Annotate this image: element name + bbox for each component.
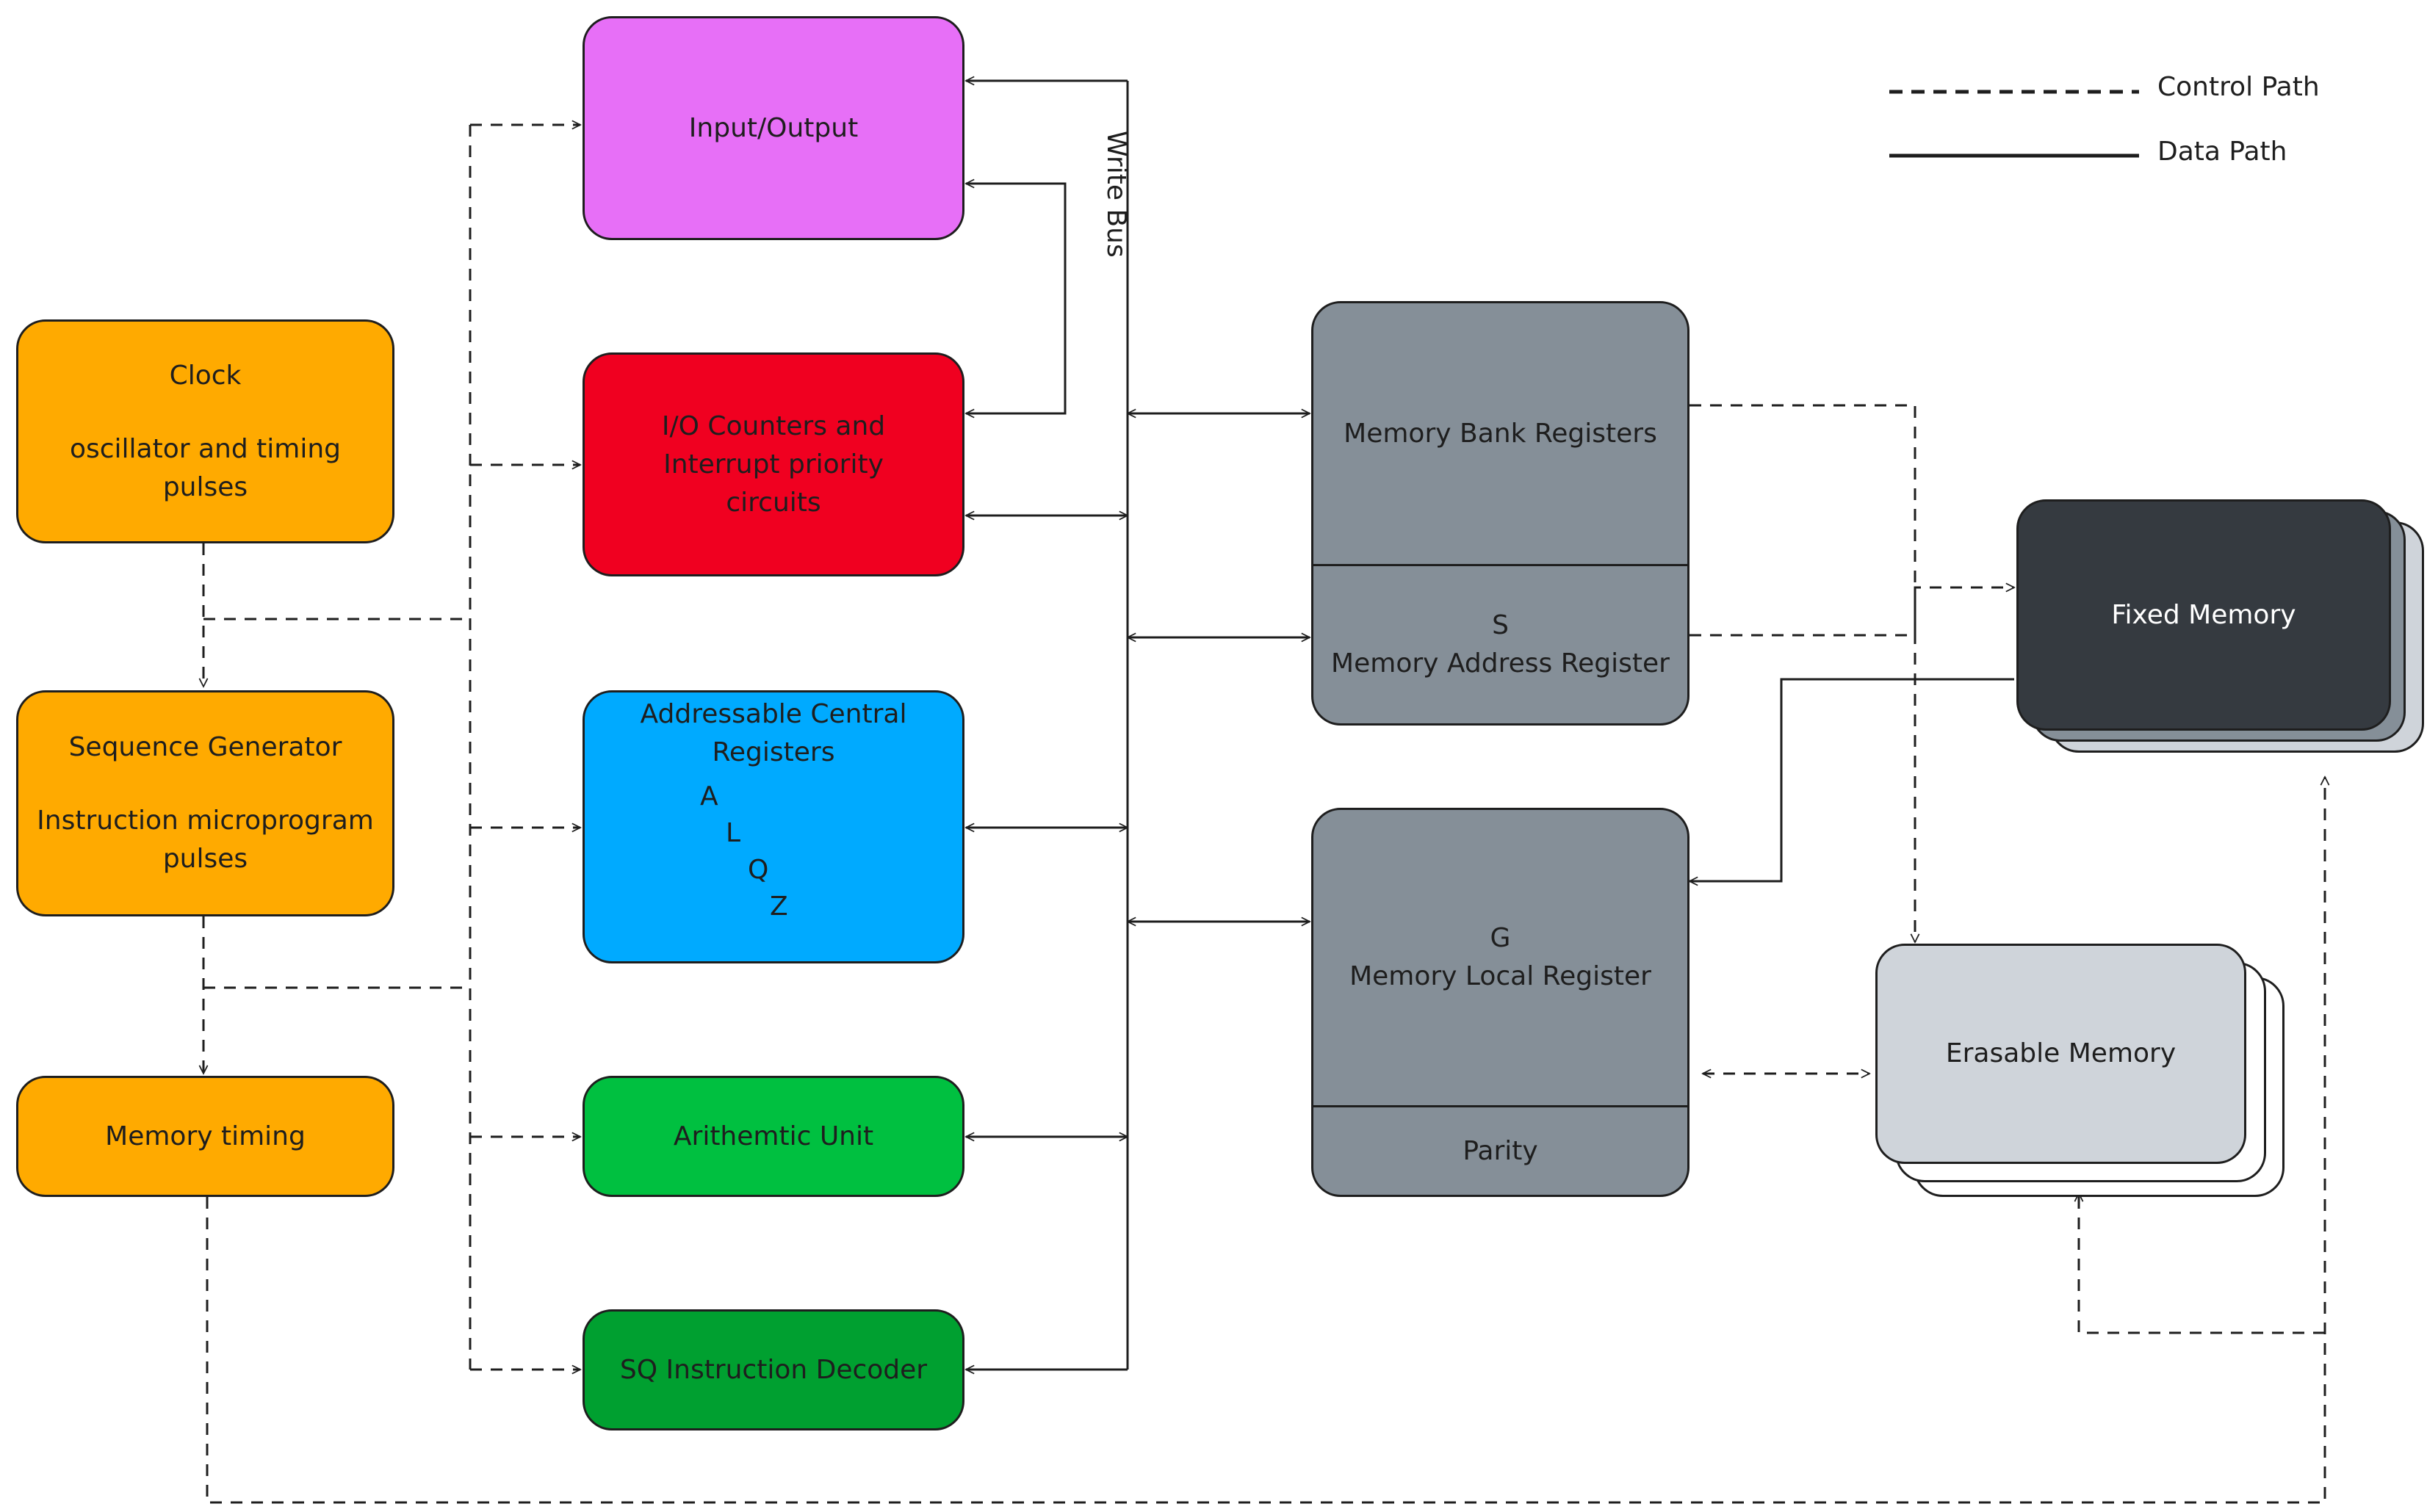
- bank-to-erasable: [1689, 404, 1915, 942]
- g-letter: G: [1490, 923, 1511, 953]
- memory-bank-registers-box: Memory Bank Registers S Memory Address R…: [1311, 301, 1689, 726]
- memory-bank-label: Memory Bank Registers: [1344, 418, 1657, 449]
- clock-subtitle: oscillator and timing pulses: [69, 433, 342, 502]
- fixed-memory-box: Fixed Memory: [2016, 499, 2391, 731]
- addressable-registers-box: Addressable Central Registers A L Q Z: [583, 690, 964, 963]
- legend-control-label: Control Path: [2157, 72, 2320, 102]
- s-letter: S: [1492, 610, 1509, 640]
- fixed-to-local: [1689, 678, 2014, 881]
- sequence-generator-box: Sequence Generator Instruction microprog…: [16, 690, 394, 916]
- bank-divider: [1313, 564, 1687, 566]
- memory-local-label: Memory Local Register: [1349, 961, 1651, 991]
- timing-to-erasable: [2079, 1193, 2325, 1334]
- write-bus-label: Write Bus: [1101, 131, 1131, 258]
- io-counters-label: I/O Counters and Interrupt priority circ…: [661, 410, 886, 518]
- input-output-box: Input/Output: [583, 16, 964, 240]
- input-output-label: Input/Output: [688, 112, 859, 143]
- memory-timing-label: Memory timing: [105, 1121, 306, 1151]
- sq-decoder-label: SQ Instruction Decoder: [619, 1354, 928, 1385]
- erasable-memory-box: Erasable Memory: [1875, 944, 2246, 1164]
- legend-data-label: Data Path: [2157, 137, 2287, 167]
- clock-title: Clock: [169, 360, 242, 391]
- addr-to-fixed: [1689, 587, 2014, 637]
- sq-decoder-box: SQ Instruction Decoder: [583, 1309, 964, 1430]
- local-divider: [1313, 1105, 1687, 1107]
- sequence-title: Sequence Generator: [68, 732, 342, 762]
- arithmetic-unit-label: Arithemtic Unit: [673, 1121, 874, 1151]
- io-counters-box: I/O Counters and Interrupt priority circ…: [583, 352, 964, 576]
- sequence-subtitle: Instruction microprogram pulses: [37, 806, 374, 874]
- register-a: A: [700, 781, 718, 811]
- memory-address-label: Memory Address Register: [1331, 648, 1670, 679]
- erasable-memory-label: Erasable Memory: [1945, 1038, 2177, 1068]
- arithmetic-unit-box: Arithemtic Unit: [583, 1076, 964, 1197]
- memory-timing-box: Memory timing: [16, 1076, 394, 1197]
- parity-label: Parity: [1463, 1135, 1538, 1166]
- memory-local-register-box: G Memory Local Register Parity: [1311, 808, 1689, 1197]
- fixed-memory-label: Fixed Memory: [2111, 599, 2296, 630]
- register-z: Z: [770, 891, 788, 922]
- register-l: L: [726, 818, 741, 848]
- addressable-registers-title: Addressable Central Registers: [640, 699, 907, 767]
- register-q: Q: [748, 855, 769, 885]
- clock-box: Clock oscillator and timing pulses: [16, 319, 394, 543]
- iocounters-to-io: [966, 184, 1067, 413]
- memtiming-to-fixed: [206, 777, 2325, 1504]
